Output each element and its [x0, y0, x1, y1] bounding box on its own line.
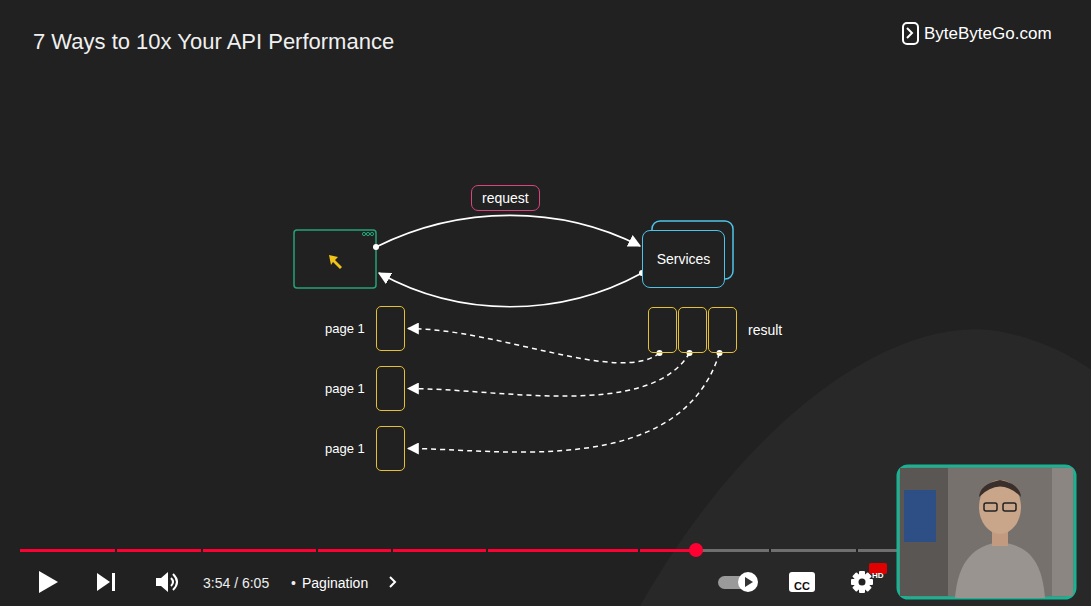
title-holder: 7 Ways to 10x Your API Performance: [33, 29, 394, 55]
page-cell: [376, 306, 405, 351]
label-text: HD: [872, 571, 884, 580]
settings-icon: [851, 571, 873, 593]
label-holder: •: [291, 574, 296, 592]
volume-icon: [156, 572, 177, 592]
page-box: page 1: [322, 366, 405, 411]
result-cell: [708, 307, 737, 353]
label-text: 3:54 / 6:05: [203, 575, 269, 591]
result-label: result: [748, 322, 782, 339]
page-cell: [376, 366, 405, 411]
page-box: page 1: [322, 426, 405, 471]
text-holder: page 1: [325, 321, 365, 337]
page-label: page 1: [325, 321, 365, 337]
background-blob: [640, 329, 1091, 606]
page-cell: [376, 426, 405, 471]
label-holder: Pagination: [302, 574, 368, 592]
result-cell: [648, 307, 677, 353]
page-label: page 1: [325, 381, 365, 397]
dashed-connector: [408, 353, 690, 396]
label-holder: request: [471, 185, 540, 211]
label-text: Pagination: [302, 575, 368, 591]
play-icon: [39, 571, 58, 593]
chevron-icon: [390, 577, 395, 587]
connector-dot: [687, 350, 693, 356]
text-holder: page 1: [325, 441, 365, 457]
text-holder: page 1: [325, 381, 365, 397]
node-text: Services: [657, 251, 711, 268]
label-holder: ByteByteGo.com: [924, 24, 1052, 44]
result-cell: [678, 307, 707, 353]
label-holder: 3:54 / 6:05: [203, 574, 269, 592]
logo-icon: [903, 23, 918, 44]
page-label: page 1: [325, 441, 365, 457]
dashed-connector: [408, 353, 720, 452]
label-text: ByteByteGo.com: [924, 24, 1052, 44]
label-holder: CC: [794, 576, 810, 594]
browser-window: [294, 230, 376, 288]
response-arc: [379, 273, 642, 307]
request-arc: [376, 215, 640, 247]
webcam-overlay: [898, 466, 1075, 598]
label-text: •: [291, 575, 296, 591]
result-group: result: [647, 307, 785, 353]
connector-dot: [657, 350, 663, 356]
autoplay-toggle: [718, 572, 758, 592]
title-text: 7 Ways to 10x Your API Performance: [33, 29, 394, 54]
request-pill: request: [471, 185, 540, 211]
service-box: Services: [642, 230, 725, 288]
label-holder: HD: [872, 564, 884, 582]
connector-dot: [717, 350, 723, 356]
cc-icon: [789, 572, 815, 592]
arc-dot: [373, 244, 379, 250]
label-text: CC: [794, 580, 810, 593]
next-icon: [97, 573, 115, 591]
text-holder: result: [748, 322, 782, 339]
dashed-connector: [408, 329, 660, 363]
page-box: page 1: [322, 306, 405, 351]
